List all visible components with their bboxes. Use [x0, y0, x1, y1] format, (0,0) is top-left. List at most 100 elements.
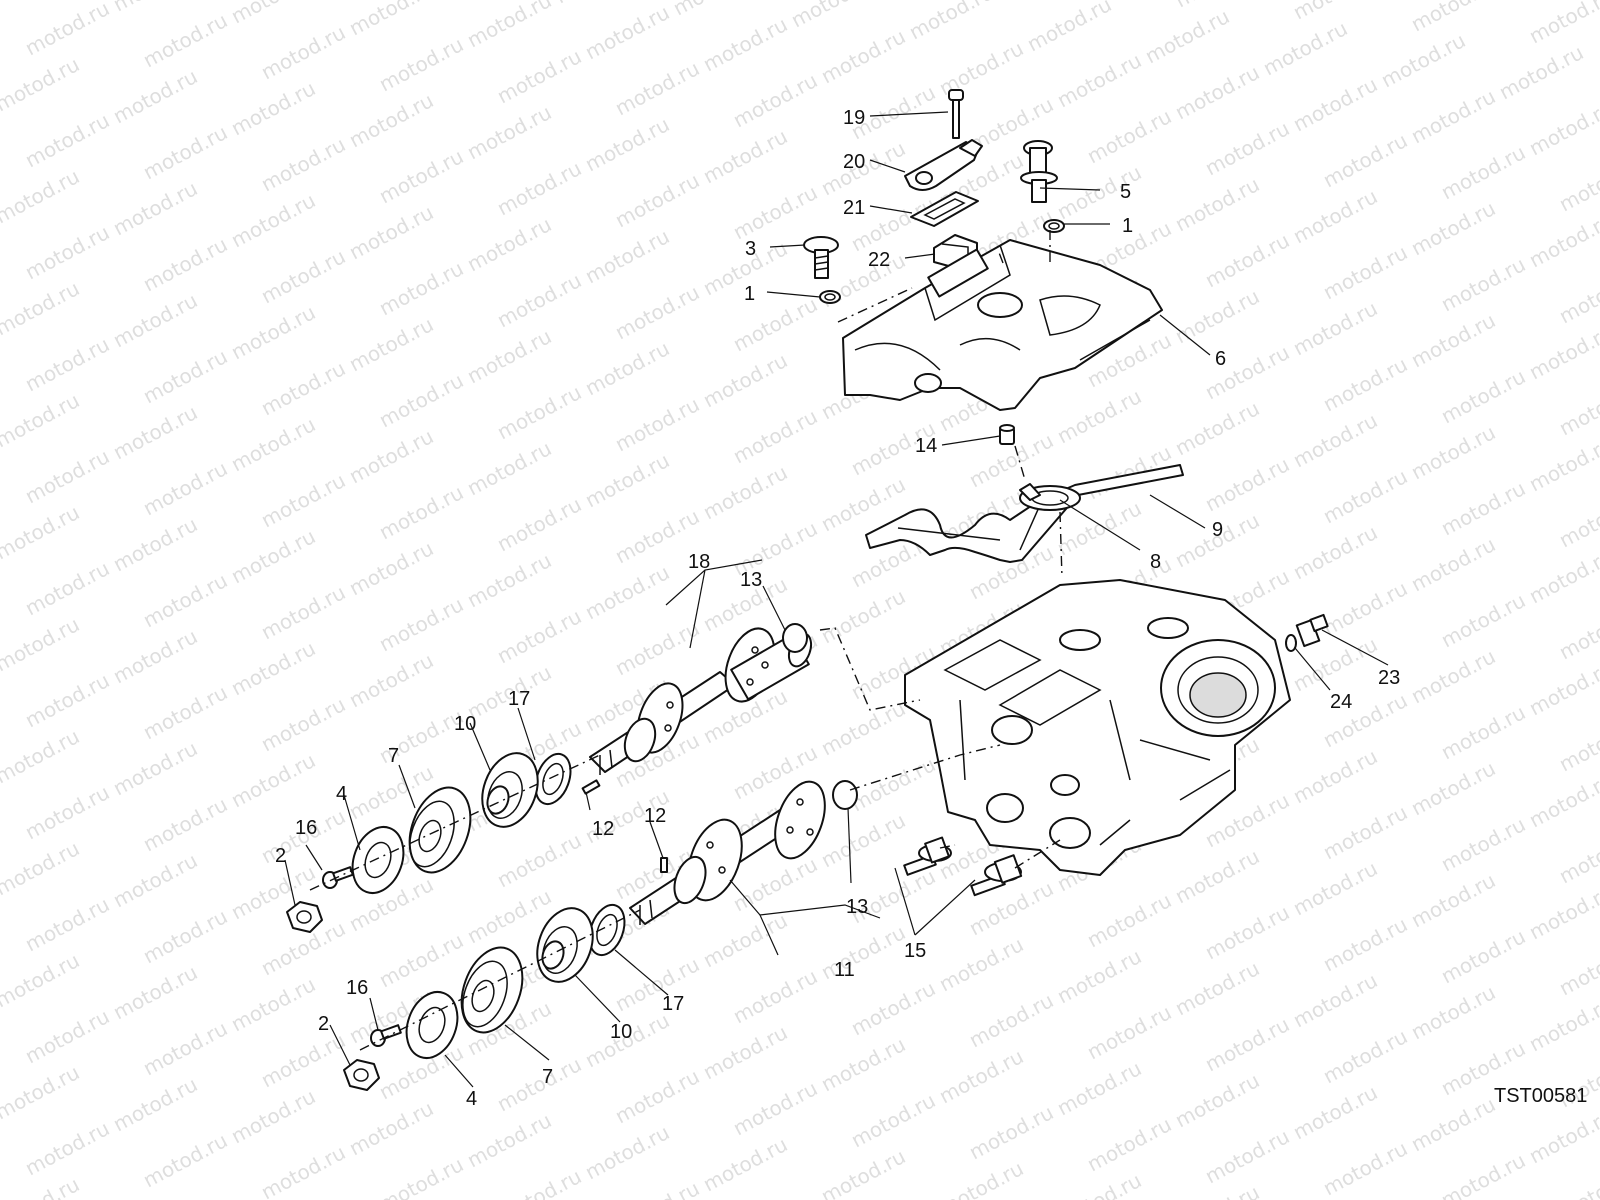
- watermark-text: motod.ru: [0, 836, 83, 900]
- pulley-hub-10-upper: [481, 752, 539, 828]
- watermark-text: motod.ru: [1437, 812, 1529, 876]
- watermark-text: motod.ru: [1023, 0, 1115, 56]
- watermark-text: motod.ru: [345, 536, 437, 600]
- watermark-text: motod.ru: [699, 460, 791, 524]
- watermark-text: motod.ru: [493, 268, 585, 332]
- watermark-text: motod.ru: [817, 1144, 909, 1200]
- o-ring-13-lower: [832, 780, 858, 810]
- watermark-text: motod.ru: [965, 988, 1057, 1052]
- watermark-text: motod.ru: [1201, 452, 1293, 516]
- washer-1-left: [819, 290, 841, 304]
- watermark-text: motod.ru: [1437, 364, 1529, 428]
- watermark-text: motod.ru: [0, 164, 83, 228]
- watermark-text: motod.ru: [21, 220, 113, 284]
- watermark-text: motod.ru: [0, 948, 83, 1012]
- watermark-text: motod.ru: [0, 1172, 83, 1200]
- watermark-text: motod.ru: [0, 1060, 83, 1124]
- bolt-19: [948, 89, 964, 139]
- watermark-text: motod.ru: [965, 1100, 1057, 1164]
- watermark-text: motod.ru: [21, 1004, 113, 1068]
- watermark-text: motod.ru: [109, 736, 201, 800]
- callout-1-right: 1: [1122, 215, 1133, 237]
- watermark-text: motod.ru: [817, 920, 909, 984]
- watermark-text: motod.ru: [1525, 768, 1600, 832]
- callout-10-lower: 10: [610, 1021, 632, 1043]
- leader-lines: [284, 111, 1389, 1088]
- watermark-text: motod.ru: [699, 908, 791, 972]
- watermark-text: motod.ru: [611, 168, 703, 232]
- watermark-text: motod.ru: [257, 132, 349, 196]
- callout-12-lower: 12: [644, 805, 666, 827]
- callout-2-lower: 2: [318, 1013, 329, 1035]
- watermark-text: motod.ru: [375, 368, 467, 432]
- watermark-text: motod.ru: [1437, 252, 1529, 316]
- watermark-text: motod.ru: [1201, 228, 1293, 292]
- watermark-text: motod.ru: [1555, 488, 1600, 552]
- plug-seal-8: [1019, 483, 1081, 511]
- watermark-text: motod.ru: [1171, 284, 1263, 348]
- callout-7-upper: 7: [388, 745, 399, 767]
- watermark-text: motod.ru: [817, 808, 909, 872]
- callout-21: 21: [843, 197, 865, 219]
- nut-2-lower: [343, 1059, 380, 1091]
- watermark-text: motod.ru: [21, 0, 113, 60]
- callout-16-lower: 16: [346, 977, 368, 999]
- watermark-text: motod.ru: [1525, 1104, 1600, 1168]
- watermark-text: motod.ru: [493, 1052, 585, 1116]
- key-12-upper: [581, 779, 601, 795]
- callout-18: 18: [688, 551, 710, 573]
- watermark-text: motod.ru: [611, 280, 703, 344]
- watermark-text: motod.ru: [1437, 924, 1529, 988]
- watermark-text: motod.ru: [345, 0, 437, 40]
- callout-labels: 19 20 21 22 3 1 5 1 6 14 9 8 18 13 17 10…: [275, 107, 1400, 1110]
- watermark-text: motod.ru: [1525, 432, 1600, 496]
- watermark-text: motod.ru: [227, 300, 319, 364]
- watermark-text: motod.ru: [817, 24, 909, 88]
- watermark-text: motod.ru: [257, 580, 349, 644]
- watermark-text: motod.ru: [227, 76, 319, 140]
- watermark-text: motod.ru: [699, 348, 791, 412]
- callout-20: 20: [843, 151, 865, 173]
- callout-7-lower: 7: [542, 1066, 553, 1088]
- watermark-text: motod.ru: [139, 1128, 231, 1192]
- watermark-text: motod.ru: [1319, 576, 1411, 640]
- callout-13-lower: 13: [846, 896, 868, 918]
- watermark-text: motod.ru: [139, 120, 231, 184]
- watermark-text: motod.ru: [1377, 28, 1469, 92]
- watermark-text: motod.ru: [109, 512, 201, 576]
- watermark-text: motod.ru: [463, 100, 555, 164]
- nut-2-upper: [286, 901, 323, 933]
- watermark-text: motod.ru: [1555, 936, 1600, 1000]
- watermark-text: motod.ru: [935, 1156, 1027, 1200]
- watermark-text: motod.ru: [1289, 744, 1381, 808]
- watermark-text: motod.ru: [463, 1108, 555, 1172]
- watermark-text: motod.ru: [227, 188, 319, 252]
- watermark-text: motod.ru: [375, 256, 467, 320]
- watermark-text: motod.ru: [847, 752, 939, 816]
- watermark-text: motod.ru: [139, 568, 231, 632]
- watermark-text: motod.ru: [257, 468, 349, 532]
- watermark-text: motod.ru: [1525, 0, 1600, 48]
- watermark-text: motod.ru: [109, 848, 201, 912]
- watermark-text: motod.ru: [729, 852, 821, 916]
- watermark-text: motod.ru: [139, 904, 231, 968]
- watermark-text: motod.ru: [611, 1176, 703, 1200]
- watermark-text: motod.ru: [1201, 900, 1293, 964]
- watermark-text: motod.ru: [1289, 520, 1381, 584]
- watermark-text: motod.ru: [0, 52, 83, 116]
- watermark-text: motod.ru: [227, 636, 319, 700]
- watermark-text: motod.ru: [109, 288, 201, 352]
- watermark-text: motod.ru: [0, 612, 83, 676]
- callout-3: 3: [745, 238, 756, 260]
- callout-5: 5: [1120, 181, 1131, 203]
- watermark-text: motod.ru: [611, 56, 703, 120]
- watermark-text: motod.ru: [1407, 420, 1499, 484]
- watermark-text: motod.ru: [611, 1064, 703, 1128]
- callout-13-upper: 13: [740, 569, 762, 591]
- watermark-text: motod.ru: [729, 292, 821, 356]
- watermark-text: motod.ru: [493, 604, 585, 668]
- watermark-text: motod.ru: [375, 1152, 467, 1200]
- callout-6: 6: [1215, 348, 1226, 370]
- watermark-text: motod.ru: [551, 0, 643, 8]
